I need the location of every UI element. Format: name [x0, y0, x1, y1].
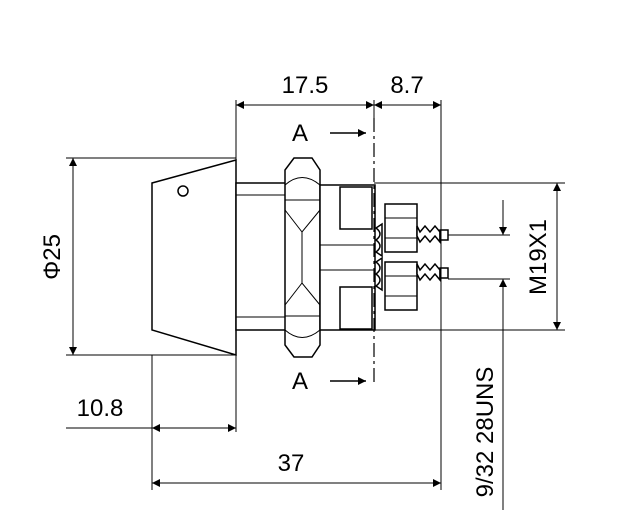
terminal-upper [374, 203, 449, 258]
dim-10-8-label: 10.8 [77, 395, 124, 422]
cap-body [151, 159, 237, 357]
terminal-lower [374, 256, 449, 311]
dim-37: 37 [152, 450, 441, 487]
dim-diameter-label: Φ25 [39, 234, 66, 280]
dim-thread-stud: 9/32 28UNS [472, 200, 507, 510]
dim-m19x1-label: M19X1 [525, 219, 552, 295]
dim-10-8: 10.8 [66, 355, 237, 432]
dim-37-label: 37 [278, 450, 305, 477]
dim-diameter: Φ25 [39, 158, 77, 355]
dim-17-5: 17.5 [236, 72, 374, 109]
section-marker-upper: A [292, 120, 366, 147]
threaded-body [319, 184, 376, 331]
extension-lines [66, 100, 565, 490]
section-label-upper: A [292, 120, 308, 147]
dim-thread-stud-label: 9/32 28UNS [472, 367, 499, 498]
dim-m19x1: M19X1 [525, 183, 561, 330]
cap-hole [177, 185, 189, 197]
dim-8-7: 8.7 [374, 72, 441, 109]
hex-nut [284, 157, 321, 358]
dim-8-7-label: 8.7 [390, 72, 423, 99]
dim-17-5-label: 17.5 [282, 72, 329, 99]
section-label-lower: A [292, 368, 308, 395]
section-marker-lower: A [292, 368, 366, 395]
shaft [235, 182, 287, 331]
